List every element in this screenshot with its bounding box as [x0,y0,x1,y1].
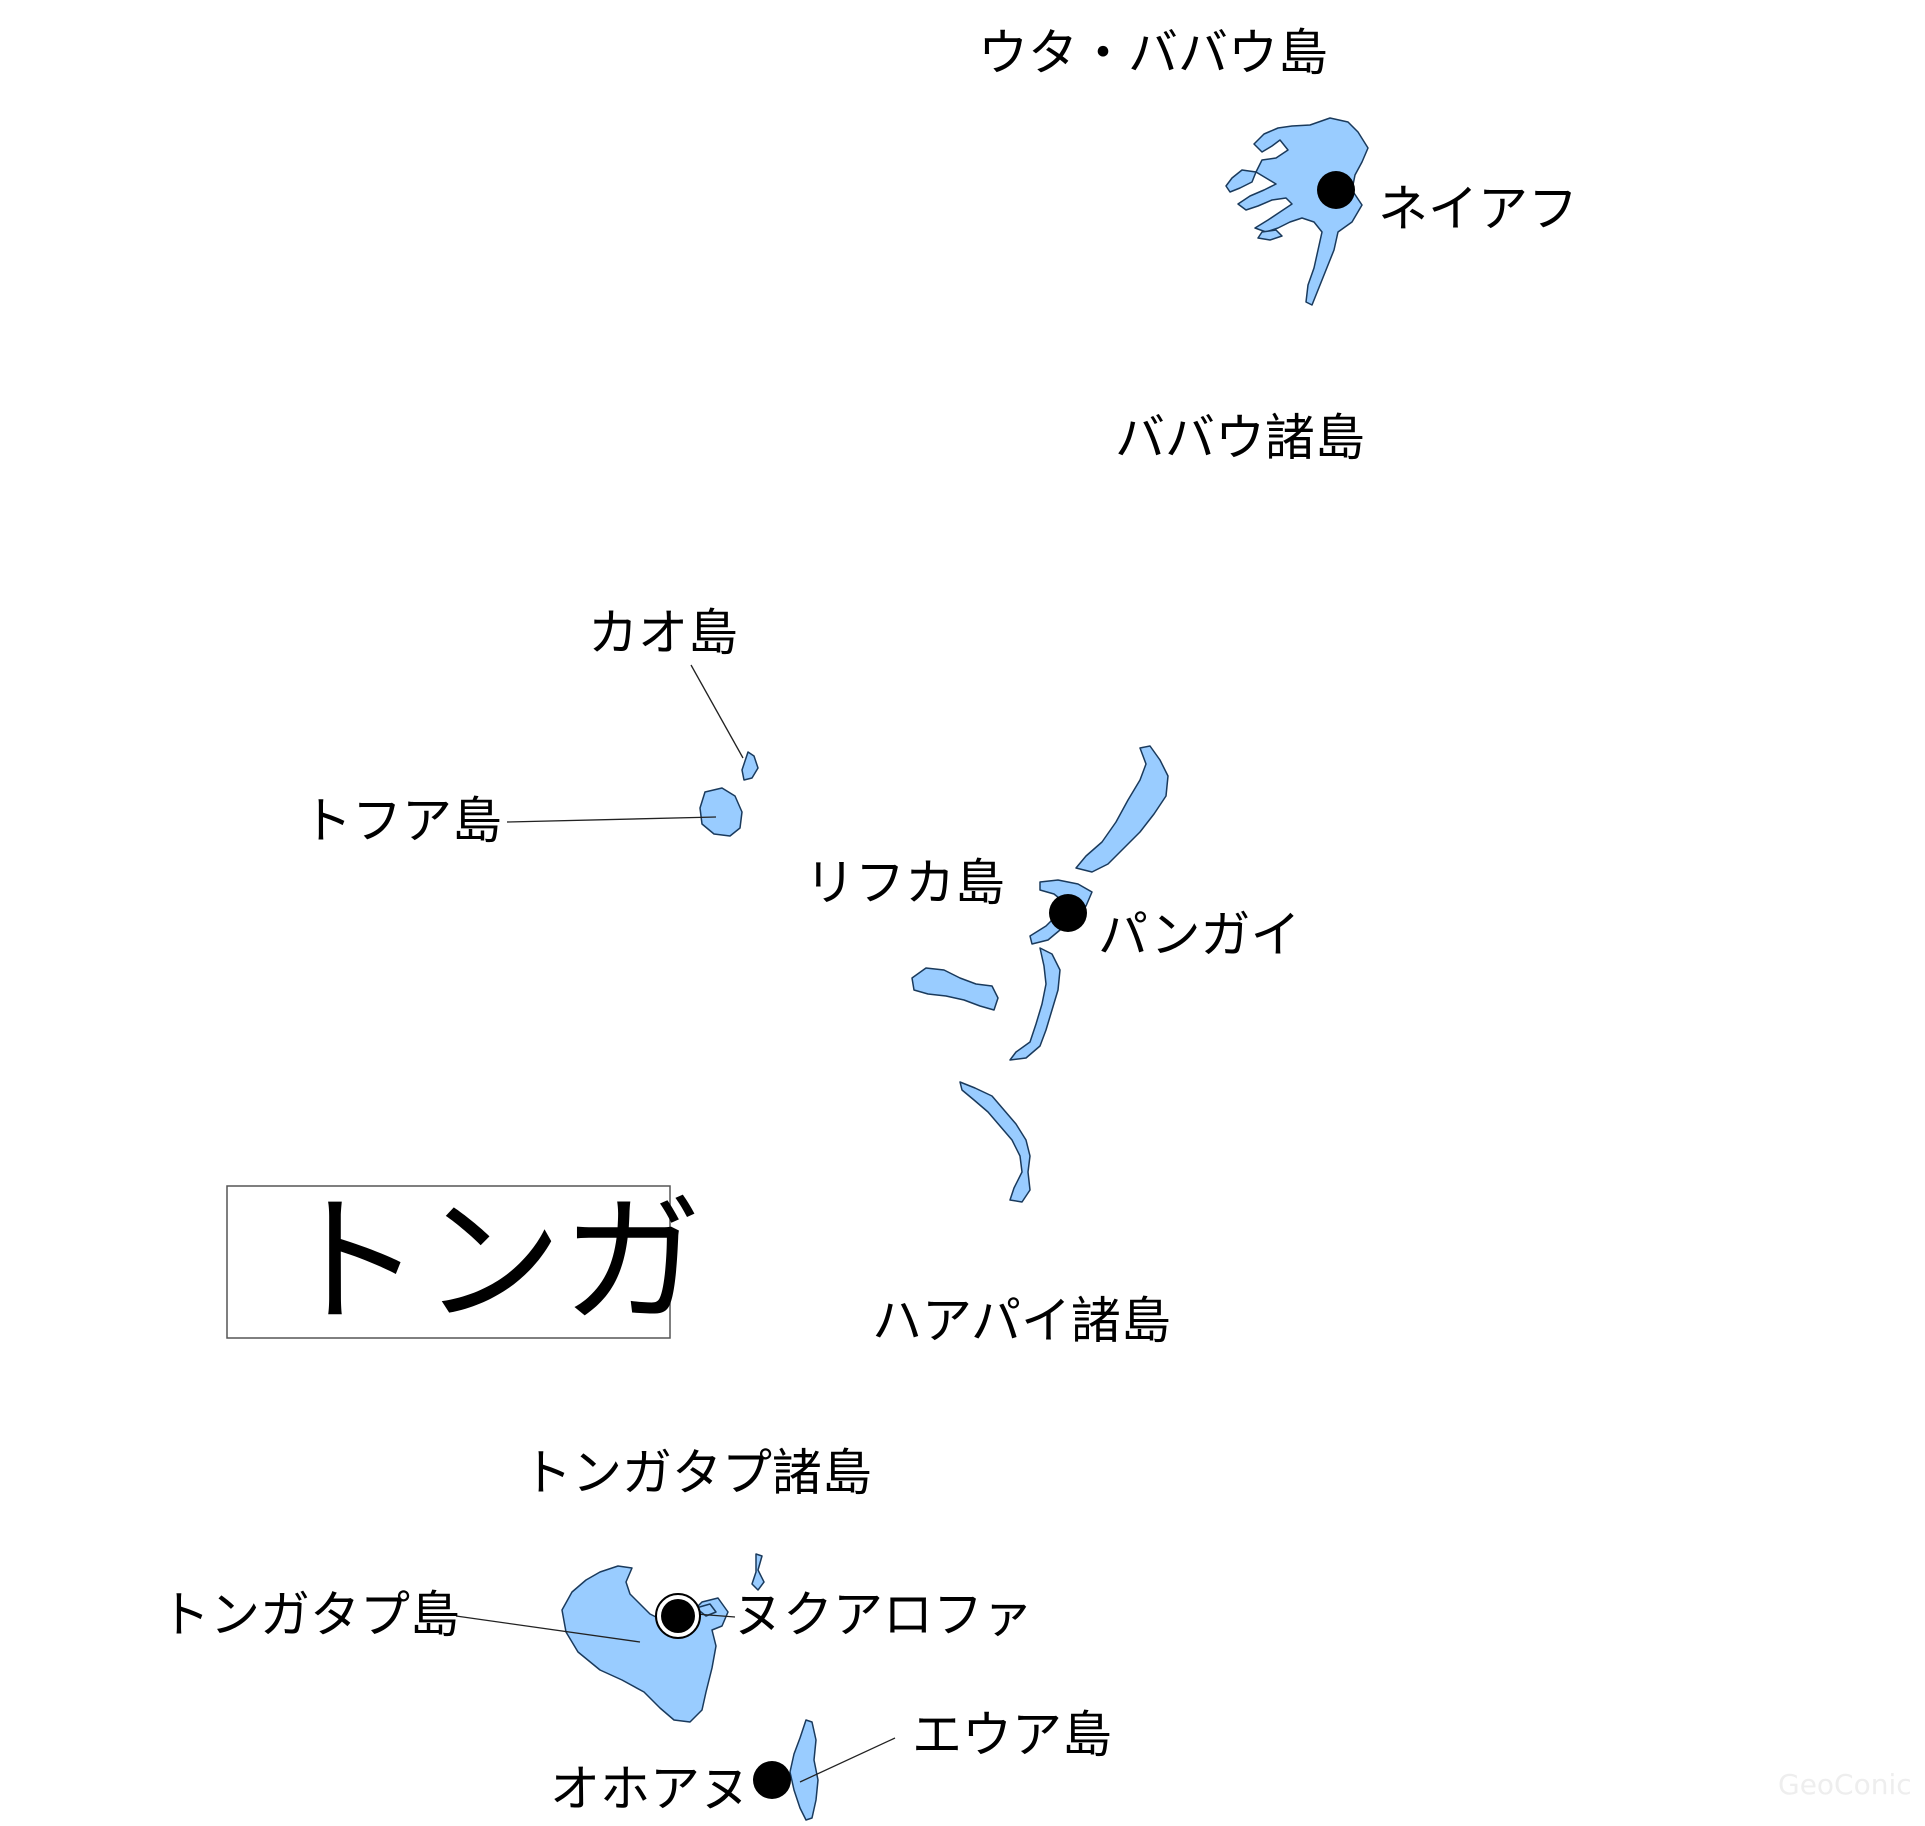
haapai-long-island-shape [1009,947,1061,1061]
eua-island-shape [789,1719,819,1821]
vavau-islands [1225,117,1369,306]
lifuka-label: リフカ島 [805,854,1005,912]
country-title: トンガ [282,1181,702,1344]
tofua-leader-line [506,816,717,823]
tongatapu-label: トンガタプ島 [160,1586,460,1644]
ohonua-label: オホアヌ [550,1760,750,1818]
tongatapu-east-islet [695,1603,717,1617]
pangai-city-marker [1049,894,1087,932]
nukualofa-label: ヌクアロファ [733,1586,1033,1644]
kao-label: カオ島 [588,604,738,662]
pangai-label: パンガイ [1098,906,1301,964]
nukualofa-capital-marker [661,1599,695,1633]
neiafu-city-marker [1317,171,1355,209]
tongatapu-island-shape [561,1565,729,1723]
haapai-west-island-shape [911,967,999,1011]
eua-leader-line [799,1737,896,1783]
country-title-box [226,1185,671,1339]
ohonua-city-marker [753,1761,791,1799]
uta-vavau-label: ウタ・ババウ島 [978,24,1328,82]
haapai-south-island-shape [959,1081,1031,1203]
neiafu-label: ネイアフ [1378,180,1578,238]
vavau-west-islet-1 [1225,169,1257,193]
nukualofa-leader-line [695,1613,736,1618]
tongatapu-group-label: トンガタプ諸島 [522,1444,872,1502]
tofua-label: トフア島 [302,792,502,850]
watermark: GeoConic [1778,1768,1912,1801]
vavau-west-islet-2 [1257,229,1283,241]
lifuka-chain-north-shape [1075,745,1169,873]
tongatapu-leader-line [455,1615,641,1643]
eua-label: エウア島 [912,1706,1112,1764]
tongatapu-north-islet [751,1553,765,1591]
kao-island-shape [741,751,759,781]
haapai-group-label: ハアパイ諸島 [872,1292,1171,1350]
tofua-island-shape [699,787,743,837]
kao-leader-line [690,664,744,759]
uta-vavau-island-shape [1237,117,1369,306]
vavau-group-label: ババウ諸島 [1115,409,1365,467]
